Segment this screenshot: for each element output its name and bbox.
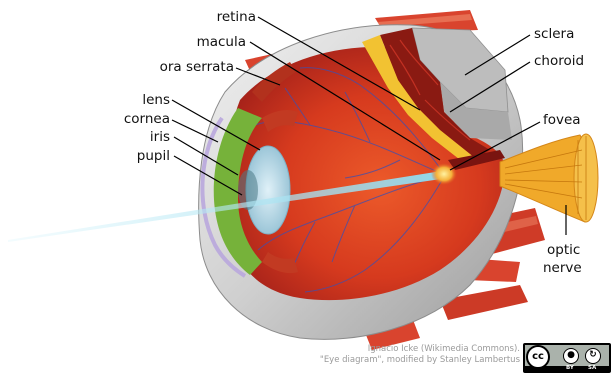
cc-logo-icon: cc	[526, 345, 550, 369]
label-lens: lens	[90, 93, 170, 108]
label-pupil: pupil	[90, 149, 170, 164]
credit-line-2: "Eye diagram", modified by Stanley Lambe…	[320, 355, 520, 366]
label-iris: iris	[90, 130, 170, 145]
label-retina: retina	[160, 10, 256, 25]
cc-by-text: BY	[566, 365, 574, 371]
label-nerve: nerve	[543, 261, 582, 276]
label-fovea: fovea	[543, 113, 581, 128]
attribution-person-icon: ●	[563, 348, 579, 364]
label-ora-serrata: ora serrata	[120, 60, 234, 75]
cc-by-sa-badge: cc ● ↻ BY SA	[523, 343, 611, 373]
label-cornea: cornea	[90, 112, 170, 127]
credit-line-1: Ignacio Icke (Wikimedia Commons).	[320, 344, 520, 355]
fovea-spot	[431, 163, 457, 185]
image-credit: Ignacio Icke (Wikimedia Commons). "Eye d…	[320, 344, 520, 366]
label-optic: optic	[547, 243, 580, 258]
label-macula: macula	[150, 35, 246, 50]
share-alike-icon: ↻	[585, 348, 601, 364]
cc-sa-text: SA	[588, 365, 596, 371]
label-sclera: sclera	[534, 27, 574, 42]
label-choroid: choroid	[534, 54, 584, 69]
